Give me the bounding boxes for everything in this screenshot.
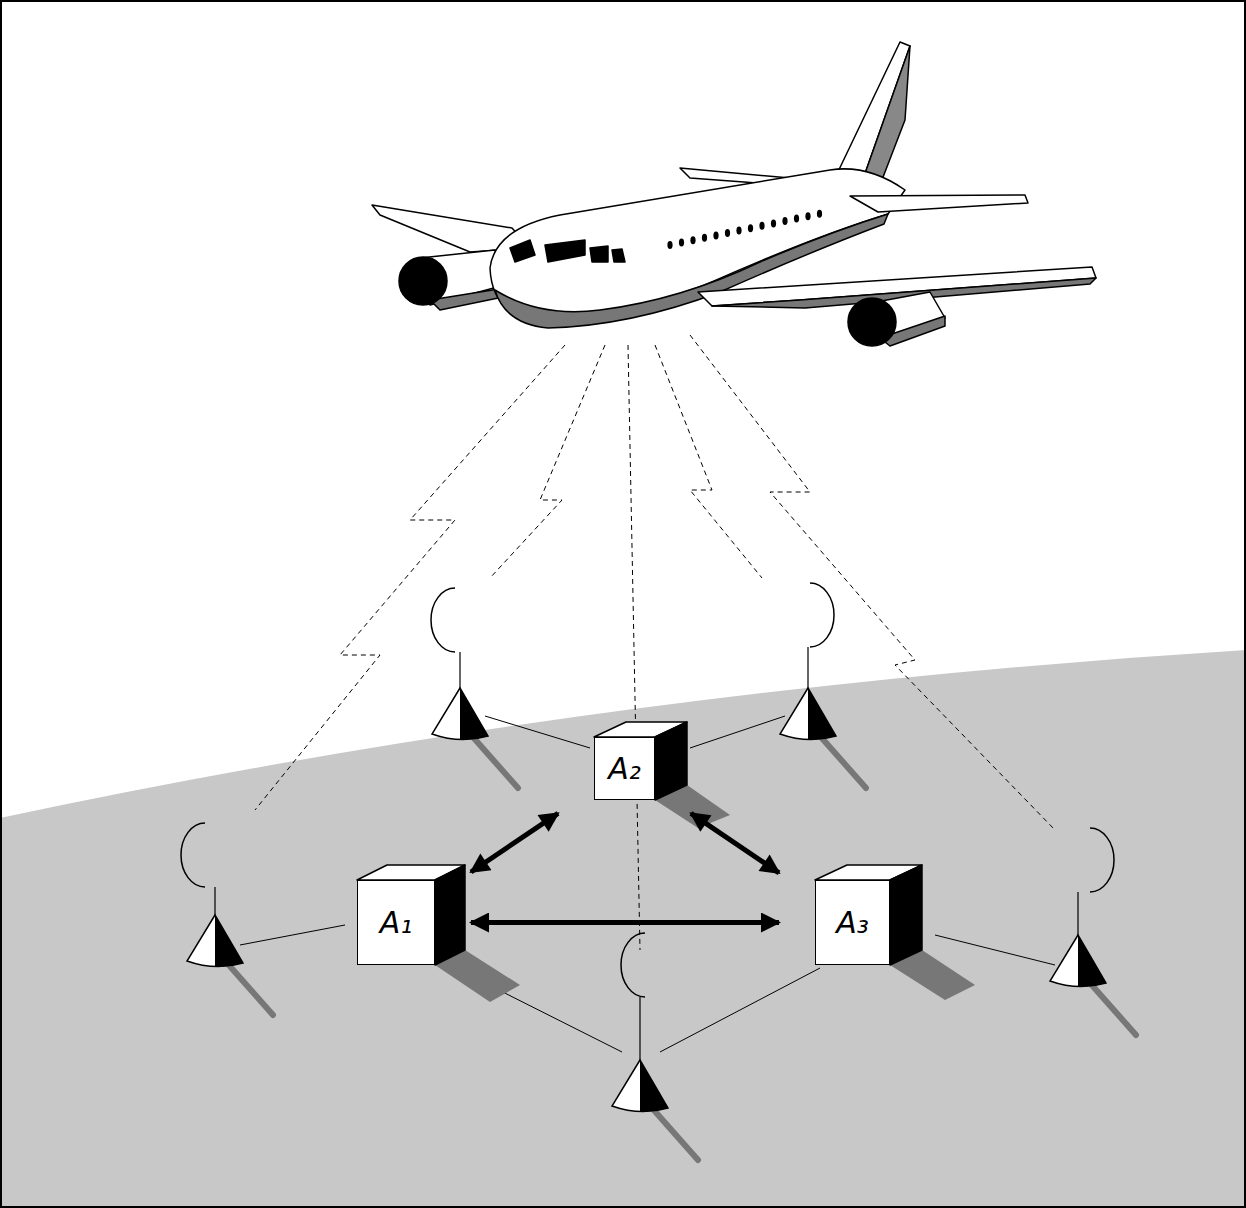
antenna	[612, 933, 698, 1160]
double-arrow	[471, 813, 558, 872]
window	[805, 212, 810, 220]
antenna	[780, 583, 866, 788]
antenna	[181, 823, 273, 1015]
antenna	[1050, 828, 1136, 1035]
window	[771, 219, 776, 227]
double-arrow	[471, 920, 779, 925]
window	[736, 227, 741, 235]
airplane	[372, 42, 1096, 346]
window	[817, 210, 822, 218]
double-arrow	[691, 813, 779, 872]
cube-face: A₁	[357, 880, 435, 965]
ground	[0, 650, 1246, 1208]
window	[782, 217, 787, 225]
window	[690, 236, 695, 244]
node-label: A₂	[608, 754, 641, 784]
window	[667, 241, 672, 249]
window	[748, 224, 753, 232]
window	[702, 234, 707, 242]
cube-face: A₃	[815, 880, 890, 965]
cabin-windows	[667, 210, 822, 249]
cube-face: A₂	[594, 737, 655, 800]
window	[759, 222, 764, 230]
radio-links	[255, 335, 1055, 950]
antennas	[181, 583, 1136, 1160]
antenna-wires	[240, 716, 1055, 1052]
cube-bodies	[357, 722, 975, 1002]
window	[794, 215, 799, 223]
window	[725, 229, 730, 237]
node-label: A₃	[836, 908, 869, 938]
window	[713, 231, 718, 239]
node-label: A₁	[380, 908, 413, 938]
window	[679, 239, 684, 247]
antenna	[431, 588, 518, 788]
